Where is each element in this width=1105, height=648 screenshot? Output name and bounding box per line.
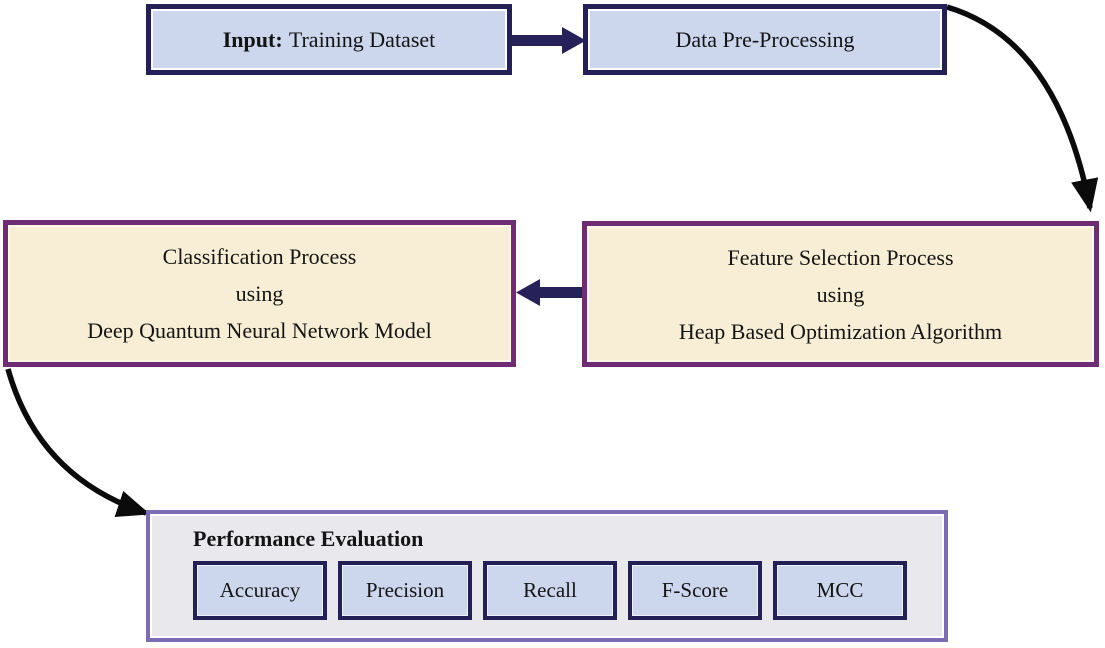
metric-box-accuracy: Accuracy — [193, 561, 327, 620]
node-input-training-dataset: Input:Training Dataset — [146, 4, 512, 75]
panel-title: Performance Evaluation — [193, 526, 424, 551]
arrow-classification-to-evaluation — [5, 368, 151, 517]
node-feature-line1: Feature Selection Process — [727, 244, 954, 270]
node-input-label-rest: Training Dataset — [288, 27, 436, 52]
arrow-input-to-preprocessing — [510, 27, 586, 54]
node-classification-process: Classification Process using Deep Quantu… — [3, 220, 516, 367]
arrow-feature-selection-to-classification — [516, 279, 582, 306]
node-classify-line1: Classification Process — [162, 244, 357, 269]
node-classify-line2: using — [235, 281, 284, 306]
node-input-label: Input:Training Dataset — [223, 21, 436, 58]
metric-box-mcc: MCC — [773, 561, 907, 620]
node-input-label-bold: Input: — [222, 27, 283, 52]
node-feature-line2: using — [816, 281, 865, 307]
node-preprocess-label: Data Pre-Processing — [675, 27, 855, 52]
metric-box-precision: Precision — [338, 561, 472, 620]
node-data-pre-processing: Data Pre-Processing — [583, 4, 947, 75]
metric-row: Accuracy Precision Recall F-Score MCC — [193, 561, 944, 620]
panel-performance-evaluation: Performance Evaluation Accuracy Precisio… — [146, 510, 948, 642]
arrow-preprocessing-to-feature-selection — [946, 4, 1099, 213]
node-feature-selection-process: Feature Selection Process using Heap Bas… — [582, 221, 1099, 367]
metric-box-f-score: F-Score — [628, 561, 762, 620]
metric-box-recall: Recall — [483, 561, 617, 620]
node-classify-line3: Deep Quantum Neural Network Model — [87, 318, 432, 343]
node-feature-line3: Heap Based Optimization Algorithm — [678, 318, 1003, 344]
